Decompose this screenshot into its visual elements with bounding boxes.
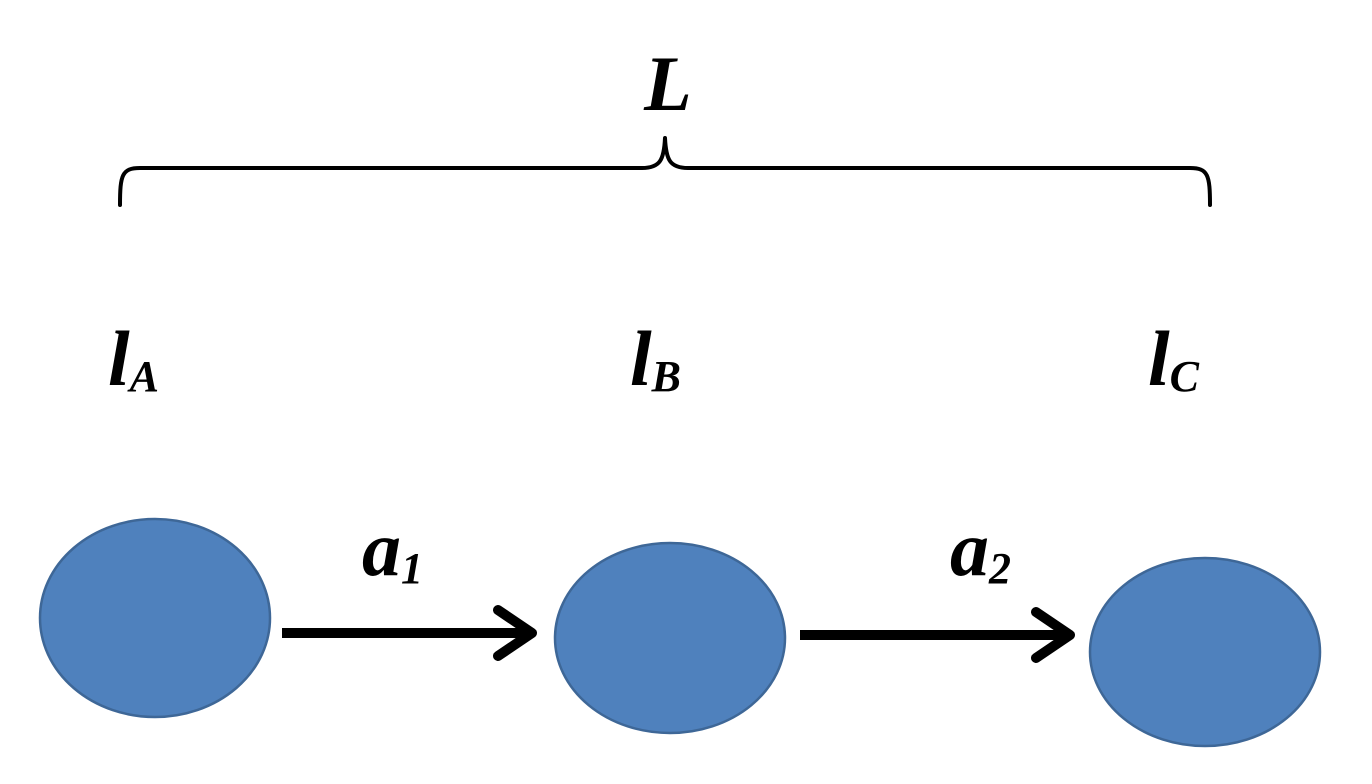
arrow-a1 xyxy=(282,605,537,661)
node-a xyxy=(38,517,272,719)
arrow-a2-head xyxy=(1031,607,1075,663)
arrow-a1-head xyxy=(493,605,537,661)
level-label-c: lC xyxy=(1148,315,1200,402)
node-b xyxy=(553,541,787,735)
node-c xyxy=(1088,556,1322,748)
arrow-a2 xyxy=(800,607,1075,663)
transition-label-a1: a1 xyxy=(362,505,423,593)
total-length-brace xyxy=(118,136,1212,207)
level-label-a: lA xyxy=(108,315,159,402)
level-label-b: lB xyxy=(630,315,681,402)
transition-label-a2: a2 xyxy=(950,505,1011,593)
total-length-label: L xyxy=(643,40,692,127)
